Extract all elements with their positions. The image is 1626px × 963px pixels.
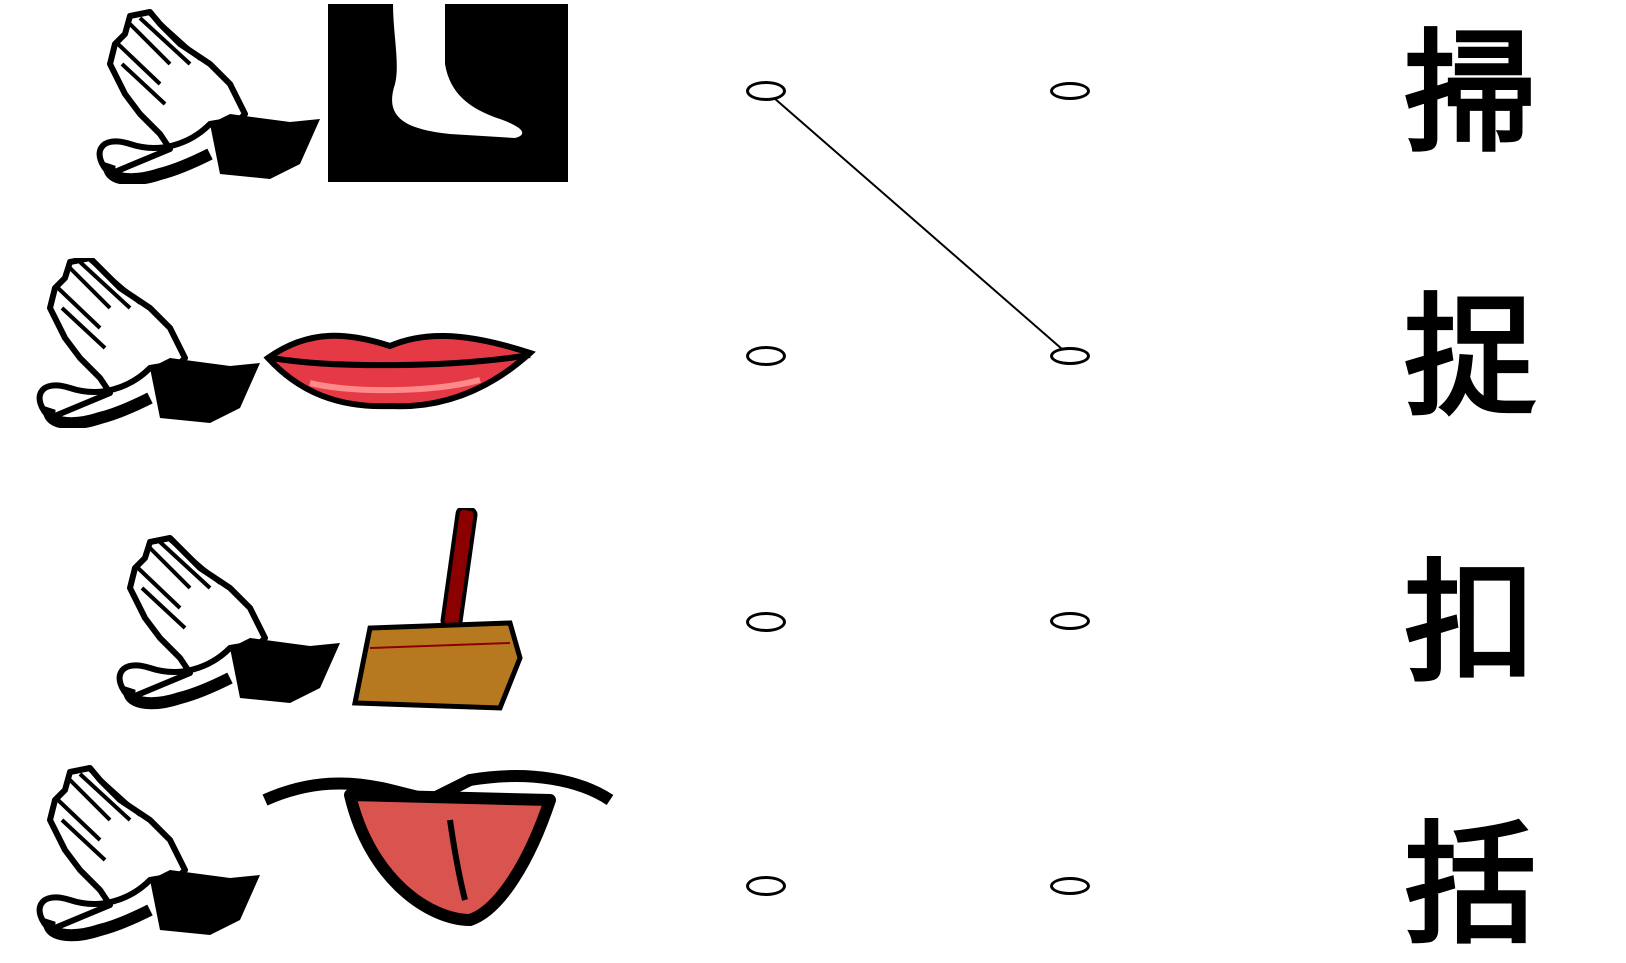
right-dot-1[interactable] xyxy=(1050,82,1090,100)
broom-icon xyxy=(351,508,523,711)
praying-hands-icon xyxy=(36,258,260,428)
praying-hands-icon xyxy=(96,9,320,184)
row-3-picture xyxy=(116,508,523,711)
character-3: 扣 xyxy=(1404,546,1536,701)
tongue-icon xyxy=(262,770,614,926)
row-4-picture xyxy=(36,765,614,942)
left-dot-1[interactable] xyxy=(746,81,786,101)
character-2: 捉 xyxy=(1404,280,1536,435)
character-1: 掃 xyxy=(1404,16,1536,171)
praying-hands-icon xyxy=(36,765,260,942)
right-dot-2[interactable] xyxy=(1050,347,1090,365)
right-dot-4[interactable] xyxy=(1050,877,1090,895)
left-dot-4[interactable] xyxy=(746,876,786,896)
right-dot-3[interactable] xyxy=(1050,612,1090,630)
praying-hands-icon xyxy=(116,535,340,710)
left-dot-2[interactable] xyxy=(746,346,786,366)
row-2-picture xyxy=(36,258,536,428)
row-1-picture xyxy=(96,4,568,184)
left-dot-3[interactable] xyxy=(746,612,786,632)
foot-icon xyxy=(328,4,568,182)
character-4: 括 xyxy=(1404,808,1536,963)
lips-icon xyxy=(263,332,536,410)
